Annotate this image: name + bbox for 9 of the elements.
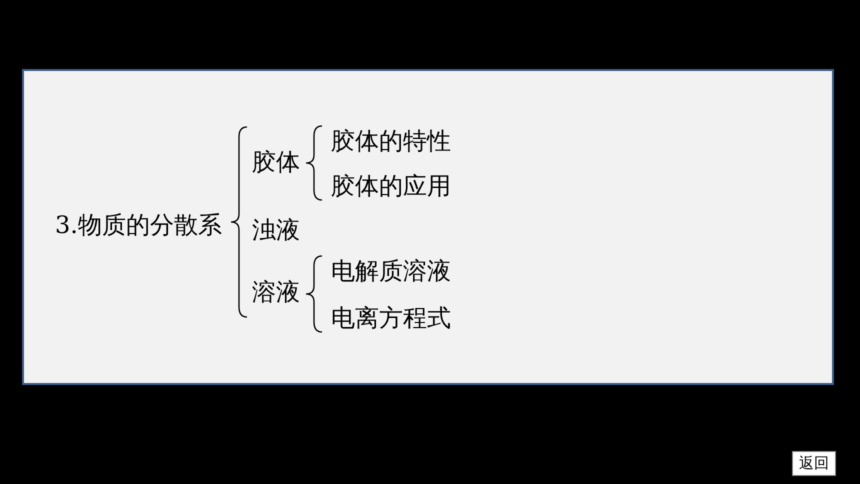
category-label: 电离方程式 [331,303,451,333]
category-label: 电解质溶液 [331,256,451,286]
category-label: 胶体的特性 [331,126,451,156]
topic-heading: 3.物质的分散系 [55,210,222,240]
category-label: 胶体的应用 [331,171,451,201]
category-label: 胶体 [252,147,300,177]
category-label: 浊液 [252,215,300,245]
back-button: 返回 [792,451,836,476]
category-label: 溶液 [252,277,300,307]
